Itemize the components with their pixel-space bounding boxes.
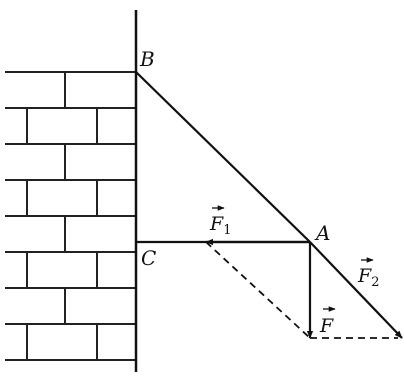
- vector-label-f2: F2: [357, 257, 379, 290]
- svg-text:F2: F2: [357, 265, 379, 290]
- dashed-parallel-line-1: [205, 241, 311, 339]
- vector-f2-arrow: [309, 241, 403, 339]
- svg-text:F: F: [319, 315, 334, 337]
- point-label-b: B: [139, 47, 155, 71]
- point-label-a: A: [314, 221, 330, 245]
- point-label-c: C: [141, 246, 156, 270]
- svg-text:F1: F1: [209, 213, 231, 238]
- brick-wall: [5, 71, 136, 361]
- vector-label-f1: F1: [209, 205, 231, 238]
- vector-label-f: F: [319, 306, 336, 337]
- rod-ba: [135, 71, 311, 243]
